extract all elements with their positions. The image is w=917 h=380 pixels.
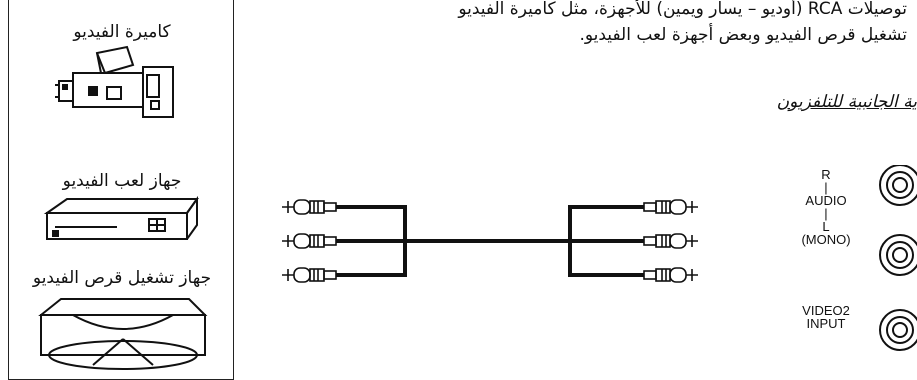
divider-tick: | [824, 206, 828, 221]
audio-r-jack [879, 165, 917, 206]
divider-tick: | [824, 180, 828, 195]
tv-input-jacks [879, 165, 917, 351]
audio-l-label: L [822, 219, 830, 234]
video-game-console-label: جهاز لعب الفيديو [62, 171, 182, 191]
mono-label: (MONO) [801, 232, 851, 247]
audio-label: AUDIO [805, 193, 847, 208]
audio-l-jack [879, 234, 917, 276]
video-game-console-icon [43, 195, 199, 240]
section-title: ية الجانبية للتلفزيون [776, 92, 917, 112]
device-list-box: كاميرة الفيديو جهاز لعب الفيديو [8, 0, 234, 380]
left-plug-1 [282, 199, 337, 215]
audio-panel-label: R | AUDIO | L (MONO) [794, 168, 858, 246]
intro-line-1: توصيلات RCA (أوديو – يسار ويمين) للأجهزة… [458, 0, 907, 19]
intro-text: توصيلات RCA (أوديو – يسار ويمين) للأجهزة… [257, 0, 907, 48]
video-input-label: VIDEO2 INPUT [798, 304, 854, 330]
audio-r-label: R [821, 167, 831, 182]
video-camera-label: كاميرة الفيديو [73, 22, 171, 42]
input-label: INPUT [806, 316, 846, 331]
intro-line-2: تشغيل قرص الفيديو وبعض أجهزة لعب الفيديو… [579, 25, 907, 45]
rca-cable-icon [282, 199, 698, 283]
video-camera-icon [55, 45, 174, 118]
video-jack [879, 309, 917, 351]
video2-label: VIDEO2 [802, 303, 850, 318]
dvd-player-icon [38, 298, 208, 370]
dvd-player-label: جهاز تشغيل قرص الفيديو [32, 268, 212, 288]
